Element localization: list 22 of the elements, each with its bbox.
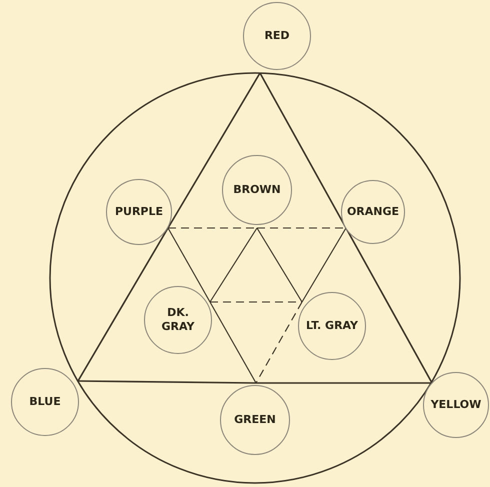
color-circle: BROWN xyxy=(222,155,292,225)
color-circle: YELLOW xyxy=(423,372,489,438)
connector-line xyxy=(256,228,302,302)
connector-line xyxy=(168,228,210,302)
color-circle: RED xyxy=(243,2,311,70)
dashed-line xyxy=(210,301,302,303)
connector-line xyxy=(302,228,346,302)
connector-line xyxy=(210,228,258,302)
color-circle: PURPLE xyxy=(106,179,172,245)
color-circle: BLUE xyxy=(11,368,79,436)
connector-line xyxy=(78,380,256,384)
color-circle: ORANGE xyxy=(341,180,405,244)
connector-line xyxy=(77,228,169,382)
connector-line xyxy=(256,382,432,384)
dashed-line xyxy=(168,227,257,229)
color-circle: LT. GRAY xyxy=(298,292,366,360)
dashed-line xyxy=(256,302,302,384)
color-circle: GREEN xyxy=(220,385,290,455)
connector-line xyxy=(210,302,256,384)
dashed-line xyxy=(257,227,346,229)
connector-line xyxy=(167,72,261,228)
color-circle: DK. GRAY xyxy=(144,286,212,354)
